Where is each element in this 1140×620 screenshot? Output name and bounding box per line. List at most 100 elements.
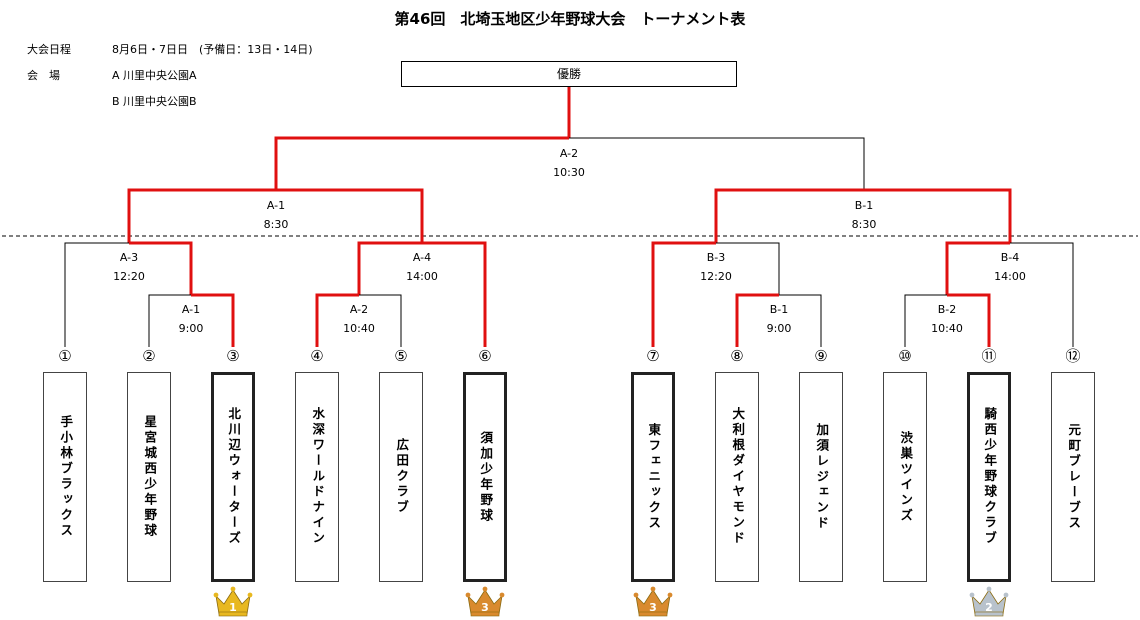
match-code: A-1 xyxy=(266,199,286,212)
team-name: 騎西少年野球クラブ xyxy=(982,407,998,547)
match-code: A-1 xyxy=(181,303,201,316)
match-time: 14:00 xyxy=(406,270,438,283)
team-name: 水深ワールドナイン xyxy=(310,407,326,547)
match-code: A-3 xyxy=(119,251,139,264)
bracket-line-win xyxy=(735,293,779,347)
seed-number: ⑫ xyxy=(1065,347,1081,365)
bracket-line-win xyxy=(945,241,1010,295)
match-r1-a1: A-1 9:00 xyxy=(151,303,231,335)
match-time: 9:00 xyxy=(766,322,792,335)
seed-number: ⑥ xyxy=(478,347,492,365)
bracket-line-win xyxy=(864,188,1012,243)
match-time: 8:30 xyxy=(851,218,877,231)
match-code: A-4 xyxy=(412,251,432,264)
page-title: 第46回 北埼玉地区少年野球大会 トーナメント表 xyxy=(394,10,746,28)
match-code: B-1 xyxy=(769,303,789,316)
crown-icon: 1 xyxy=(213,586,253,617)
bracket-line-win xyxy=(276,188,424,243)
venue-label: 会 場 xyxy=(27,69,60,82)
venue-b: B 川里中央公園B xyxy=(112,95,197,108)
bracket-line-win xyxy=(127,188,276,243)
match-semi-b: B-1 8:30 xyxy=(824,199,904,231)
match-time: 10:40 xyxy=(343,322,375,335)
seed-number: ⑪ xyxy=(981,347,997,365)
team-box: 須加少年野球 xyxy=(463,372,507,582)
crown-rank: 1 xyxy=(229,601,237,614)
team-box: 渋巣ツインズ xyxy=(883,372,927,582)
team-box: 東フェニックス xyxy=(631,372,675,582)
match-qf-a4: A-4 14:00 xyxy=(382,251,462,283)
match-r1-b1: B-1 9:00 xyxy=(739,303,819,335)
bracket-line xyxy=(569,137,865,190)
crown-icon: 3 xyxy=(633,586,673,617)
team-name: 加須レジェンド xyxy=(814,422,830,532)
team-name: 北川辺ウォーターズ xyxy=(226,407,242,547)
crown-rank: 3 xyxy=(481,601,489,614)
bracket-line-win xyxy=(191,293,235,347)
match-code: B-2 xyxy=(937,303,957,316)
crown-icon: 3 xyxy=(465,586,505,617)
match-r1-a2: A-2 10:40 xyxy=(319,303,399,335)
match-time: 10:30 xyxy=(553,166,585,179)
team-name: 手小林ブラックス xyxy=(58,415,74,539)
crown-rank: 3 xyxy=(649,601,657,614)
bracket-line-win xyxy=(947,293,991,347)
seed-number: ⑩ xyxy=(898,347,912,365)
match-qf-b3: B-3 12:20 xyxy=(676,251,756,283)
team-name: 広田クラブ xyxy=(394,438,410,516)
crown-rank: 2 xyxy=(985,601,993,614)
match-qf-a3: A-3 12:20 xyxy=(89,251,169,283)
team-box: 星宮城西少年野球 xyxy=(127,372,171,582)
seed-number: ① xyxy=(58,347,72,365)
match-r1-b2: B-2 10:40 xyxy=(907,303,987,335)
bracket-line xyxy=(779,294,822,347)
team-name: 星宮城西少年野球 xyxy=(142,415,158,539)
team-box: 大利根ダイヤモンド xyxy=(715,372,759,582)
match-time: 9:00 xyxy=(178,322,204,335)
seed-number: ⑤ xyxy=(394,347,408,365)
champion-box: 優勝 xyxy=(401,61,737,87)
team-box: 水深ワールドナイン xyxy=(295,372,339,582)
match-code: B-1 xyxy=(854,199,874,212)
match-time: 12:20 xyxy=(700,270,732,283)
team-box: 加須レジェンド xyxy=(799,372,843,582)
bracket-line xyxy=(1010,242,1074,347)
bracket-line-win xyxy=(315,293,359,347)
match-code: B-4 xyxy=(1000,251,1020,264)
date-value: 8月6日・7日日 (予備日：13日・14日) xyxy=(112,43,313,56)
bracket-line xyxy=(716,242,780,295)
match-time: 10:40 xyxy=(931,322,963,335)
team-name: 大利根ダイヤモンド xyxy=(730,407,746,547)
bracket-line xyxy=(64,242,129,347)
bracket-line-win xyxy=(357,241,422,295)
bracket-line-win xyxy=(422,241,487,347)
match-code: B-3 xyxy=(706,251,726,264)
team-name: 東フェニックス xyxy=(646,422,662,532)
match-time: 14:00 xyxy=(994,270,1026,283)
bracket-line xyxy=(148,294,191,347)
seed-number: ⑧ xyxy=(730,347,744,365)
bracket-line xyxy=(359,294,402,347)
team-name: 渋巣ツインズ xyxy=(898,430,914,524)
match-code: A-2 xyxy=(349,303,369,316)
bracket-line xyxy=(904,294,947,347)
seed-number: ⑦ xyxy=(646,347,660,365)
venue-a: A 川里中央公園A xyxy=(112,69,197,82)
match-semi-a: A-1 8:30 xyxy=(236,199,316,231)
bracket-line-win xyxy=(129,241,193,295)
seed-number: ② xyxy=(142,347,156,365)
bracket-line-win xyxy=(274,136,569,190)
team-box: 手小林ブラックス xyxy=(43,372,87,582)
seed-number: ④ xyxy=(310,347,324,365)
seed-number: ⑨ xyxy=(814,347,828,365)
team-name: 須加少年野球 xyxy=(478,430,494,524)
match-code: A-2 xyxy=(559,147,579,160)
match-final: A-2 10:30 xyxy=(529,147,609,179)
match-qf-b4: B-4 14:00 xyxy=(970,251,1050,283)
crown-icon: 2 xyxy=(969,586,1009,617)
match-time: 8:30 xyxy=(263,218,289,231)
match-time: 12:20 xyxy=(113,270,145,283)
team-name: 元町ブレーブス xyxy=(1066,422,1082,532)
seed-number: ③ xyxy=(226,347,240,365)
